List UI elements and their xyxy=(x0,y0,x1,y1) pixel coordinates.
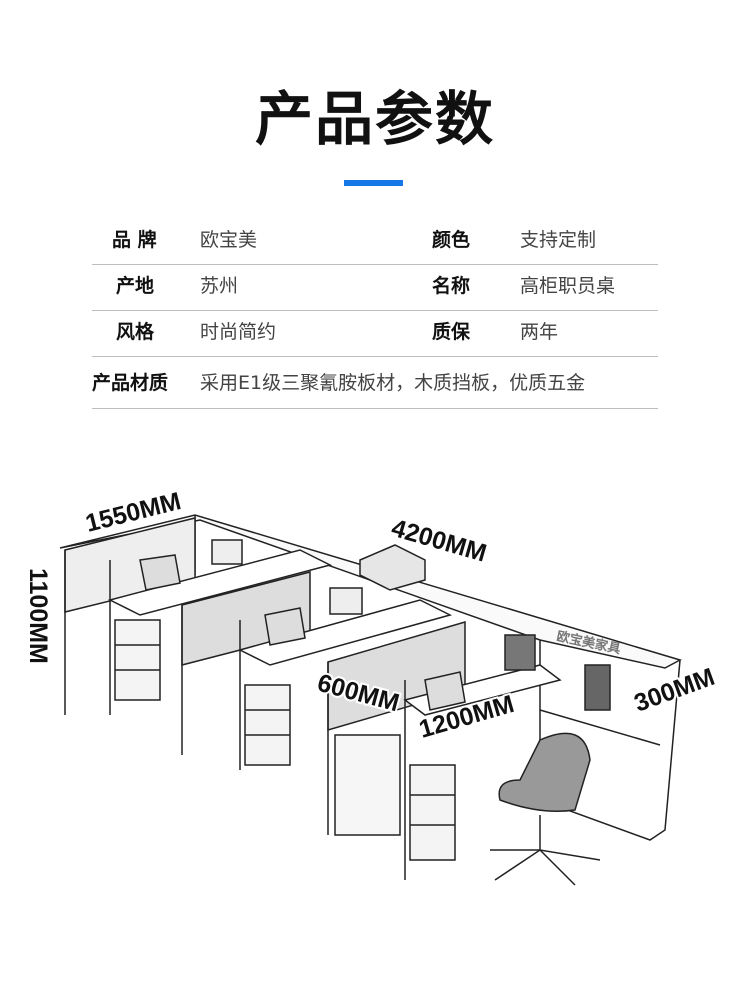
spec-label: 质保 xyxy=(432,321,471,343)
spec-label: 产品材质 xyxy=(92,372,169,394)
spec-row: 品 牌 欧宝美 颜色 支持定制 xyxy=(92,218,658,265)
title-accent-bar xyxy=(344,180,403,186)
spec-value: 欧宝美 xyxy=(200,229,258,251)
spec-label: 风格 xyxy=(116,321,155,343)
page-title: 产品参数 xyxy=(254,85,495,153)
dimension-height: 1100MM xyxy=(24,568,52,664)
spec-value: 苏州 xyxy=(200,275,239,297)
spec-row-material: 产品材质 采用E1级三聚氰胺板材，木质挡板，优质五金 xyxy=(92,358,658,409)
spec-row: 产地 苏州 名称 高柜职员桌 xyxy=(92,264,658,311)
spec-value: 两年 xyxy=(520,321,559,343)
spec-value: 采用E1级三聚氰胺板材，木质挡板，优质五金 xyxy=(200,372,586,394)
spec-row: 风格 时尚简约 质保 两年 xyxy=(92,310,658,357)
dimension-cabinet-depth: 300MM xyxy=(630,663,718,718)
spec-label: 品 牌 xyxy=(112,229,157,251)
spec-value: 支持定制 xyxy=(520,229,597,251)
spec-label: 颜色 xyxy=(432,229,471,251)
spec-value: 高柜职员桌 xyxy=(520,275,616,297)
workstation-illustration: 欧宝美家具 1550MM 1100MM 4200MM 600MM 1200MM … xyxy=(22,485,720,886)
desk-sketch xyxy=(59,514,682,886)
spec-label: 产地 xyxy=(116,275,155,297)
spec-label: 名称 xyxy=(432,275,471,297)
spec-value: 时尚简约 xyxy=(200,321,277,343)
